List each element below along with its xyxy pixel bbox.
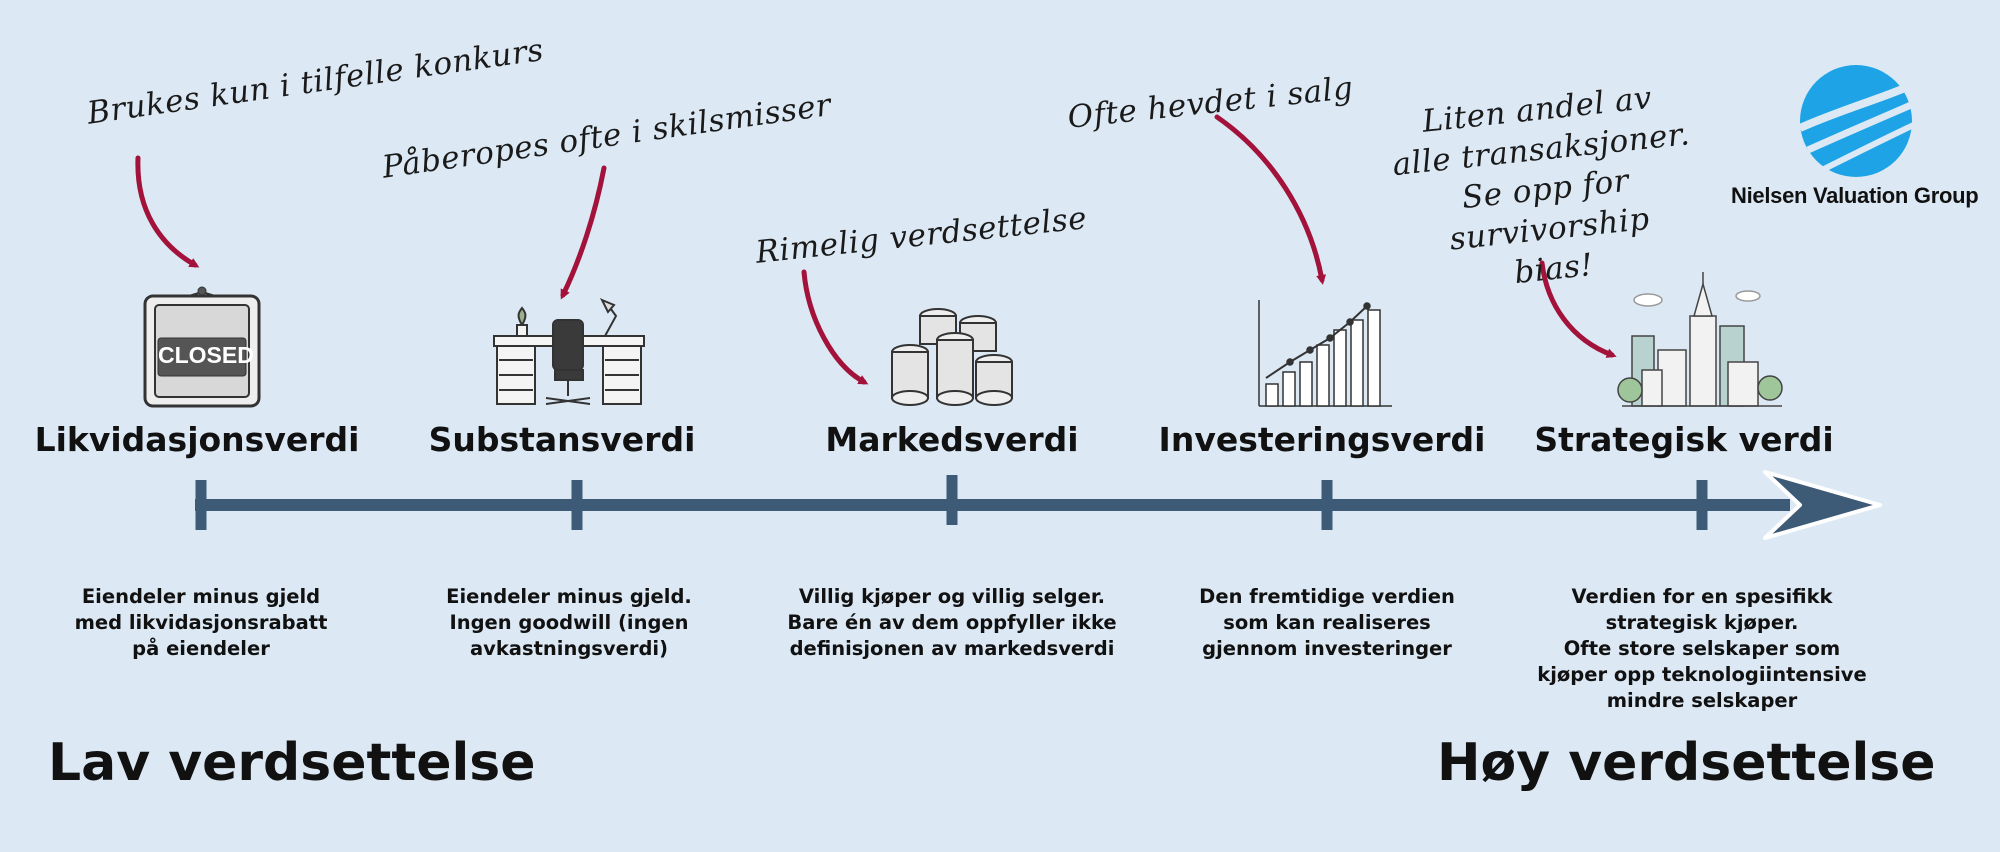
growth-chart-icon	[1258, 300, 1392, 407]
desc-line: Ingen goodwill (ingen	[449, 611, 689, 634]
stage-desc-investment: Den fremtidige verdien som kan realisere…	[1147, 584, 1507, 662]
desc-line: Eiendeler minus gjeld.	[446, 585, 692, 608]
office-desk-icon	[493, 298, 645, 405]
desc-line: Ofte store selskaper som	[1563, 637, 1841, 660]
desc-line: Verdien for en spesifikk	[1571, 585, 1833, 608]
stage-title-investment: Investeringsverdi	[1158, 420, 1486, 459]
desc-line: strategisk kjøper.	[1605, 611, 1799, 634]
brand-name: Nielsen Valuation Group	[1731, 183, 1979, 208]
stage-desc-liquidation: Eiendeler minus gjeld med likvidasjonsra…	[21, 584, 381, 662]
high-valuation-label: Høy verdsettelse	[1437, 733, 1936, 793]
desc-line: avkastningsverdi)	[469, 637, 669, 660]
desc-line: Den fremtidige verdien	[1199, 585, 1455, 608]
desc-line: med likvidasjonsrabatt	[74, 611, 328, 634]
closed-sign-icon	[143, 286, 261, 408]
stage-title-market: Markedsverdi	[825, 420, 1079, 459]
stage-title-substance: Substansverdi	[428, 420, 696, 459]
annotation-arrow	[560, 165, 607, 300]
brand-logo-icon	[1798, 65, 1920, 177]
axis-arrowhead	[1763, 470, 1882, 540]
desc-line: mindre selskaper	[1606, 689, 1798, 712]
stage-desc-strategic: Verdien for en spesifikk strategisk kjøp…	[1522, 584, 1882, 714]
city-skyline-icon	[1617, 272, 1783, 407]
closed-sign-label: CLOSED	[158, 342, 254, 368]
stage-title-strategic: Strategisk verdi	[1534, 420, 1834, 459]
desc-line: Eiendeler minus gjeld	[81, 585, 321, 608]
desc-line: definisjonen av markedsverdi	[789, 637, 1115, 660]
desc-line: Villig kjøper og villig selger.	[798, 585, 1106, 608]
value-axis	[195, 470, 1882, 540]
desc-line: kjøper opp teknologiintensive	[1537, 663, 1867, 686]
desc-line: gjennom investeringer	[1202, 637, 1452, 660]
desc-line: Bare én av dem oppfyller ikke	[787, 611, 1117, 634]
coin-stacks-icon	[891, 308, 1013, 406]
annotation-arrow	[135, 155, 200, 268]
note-strategic: Liten andel av alle transaksjoner. Se op…	[1371, 73, 1720, 306]
stage-desc-market: Villig kjøper og villig selger. Bare én …	[772, 584, 1132, 662]
annotation-arrow	[801, 269, 869, 385]
desc-line: som kan realiseres	[1223, 611, 1431, 634]
annotation-arrow	[1214, 114, 1327, 285]
desc-line: på eiendeler	[132, 637, 270, 660]
annotation-arrow	[1539, 260, 1617, 358]
low-valuation-label: Lav verdsettelse	[48, 733, 536, 793]
stage-title-liquidation: Likvidasjonsverdi	[34, 420, 360, 459]
stage-desc-substance: Eiendeler minus gjeld. Ingen goodwill (i…	[389, 584, 749, 662]
